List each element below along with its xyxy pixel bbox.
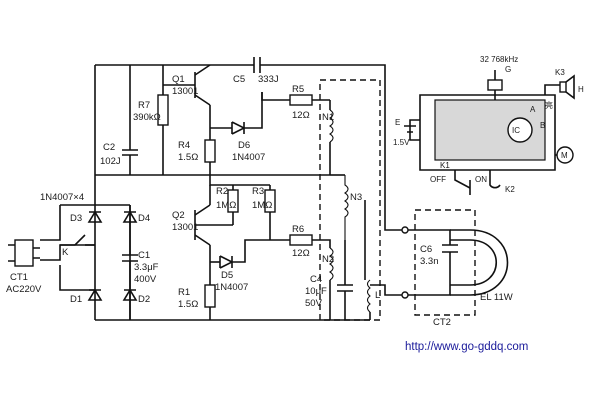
e-value: 1.5V (393, 138, 410, 147)
d3-label: D3 (70, 213, 82, 224)
lamp-section (401, 209, 509, 316)
ic-chip (507, 117, 533, 143)
r1-value: 1.5Ω (178, 299, 198, 310)
q1-label: Q1 (172, 74, 185, 85)
d1-label: D1 (70, 294, 82, 305)
d4-label: D4 (138, 213, 150, 224)
ic-label: IC (512, 126, 520, 135)
r4-value: 1.5Ω (178, 152, 198, 163)
r1-resistor (204, 284, 216, 308)
n2-label: N2 (322, 254, 334, 265)
wiring (8, 57, 405, 321)
r3-label: R3 (252, 186, 264, 197)
a-label: A (530, 105, 536, 114)
transformer-boundary (319, 79, 381, 321)
ac-label: AC220V (6, 284, 42, 295)
ct1-label: CT1 (10, 272, 28, 283)
c4-value-2: 50V (305, 298, 323, 309)
r2-value: 1MΩ (216, 200, 236, 211)
watermark-url: http://www.go-gddq.com (405, 341, 528, 353)
q1-part: 13001 (172, 86, 198, 97)
r6-label: R6 (292, 224, 304, 235)
r6-value: 12Ω (292, 248, 310, 259)
r2-label: R2 (216, 186, 228, 197)
component-labels: Q1 13001 C5 333J R5 12Ω R7 390kΩ R4 1.5Ω… (6, 55, 584, 328)
c4-value-1: 10μF (305, 286, 327, 297)
ct2-label: CT2 (433, 317, 451, 328)
l-label: L (375, 290, 380, 301)
k2-label: K2 (505, 185, 515, 194)
c5-label: C5 (233, 74, 245, 85)
k1-label: K1 (440, 161, 450, 170)
n1-label: N1 (322, 112, 334, 123)
r5-value: 12Ω (292, 110, 310, 121)
ct2-boundary (414, 209, 476, 316)
g-label: G (505, 65, 511, 74)
c1-value-2: 400V (134, 274, 157, 285)
r7-value: 390kΩ (133, 112, 161, 123)
ct1-plug (14, 239, 34, 267)
c1-value-1: 3.3μF (134, 262, 159, 273)
c2-label: C2 (103, 142, 115, 153)
d2-label: D2 (138, 294, 150, 305)
crystal-label: 32 768kHz (480, 55, 518, 64)
c5-value: 333J (258, 74, 279, 85)
r3-value: 1MΩ (252, 200, 272, 211)
timer-ic-module (404, 70, 575, 195)
r5-label: R5 (292, 84, 304, 95)
r1-label: R1 (178, 287, 190, 298)
el-label: EL 11W (480, 292, 513, 303)
n3-label: N3 (350, 192, 362, 203)
e-label: E (395, 118, 400, 127)
d5-part: 1N4007 (215, 282, 248, 293)
q2-label: Q2 (172, 210, 185, 221)
c6-label: C6 (420, 244, 432, 255)
q2-part: 13001 (172, 222, 198, 233)
r6-resistor (289, 234, 313, 246)
k3-label: K3 (555, 68, 565, 77)
c1-label: C1 (138, 250, 150, 261)
h-label: H (578, 85, 584, 94)
d5-label: D5 (221, 270, 233, 281)
r7-label: R7 (138, 100, 150, 111)
r4-resistor (204, 139, 216, 163)
c2-value: 102J (100, 156, 121, 167)
c6-value: 3.3n (420, 256, 439, 267)
r5-resistor (289, 94, 313, 106)
d6-label: D6 (238, 140, 250, 151)
zh-label: 亮 (545, 100, 553, 110)
m-label: M (561, 151, 568, 160)
on-label: ON (475, 175, 487, 184)
off-label: OFF (430, 175, 446, 184)
k-label: K (62, 247, 69, 258)
b-label: B (540, 121, 545, 130)
d6-part: 1N4007 (232, 152, 265, 163)
c4-label: C4 (310, 274, 322, 285)
bridge-label: 1N4007×4 (40, 192, 84, 203)
speaker-icon (559, 81, 567, 93)
r4-label: R4 (178, 140, 190, 151)
